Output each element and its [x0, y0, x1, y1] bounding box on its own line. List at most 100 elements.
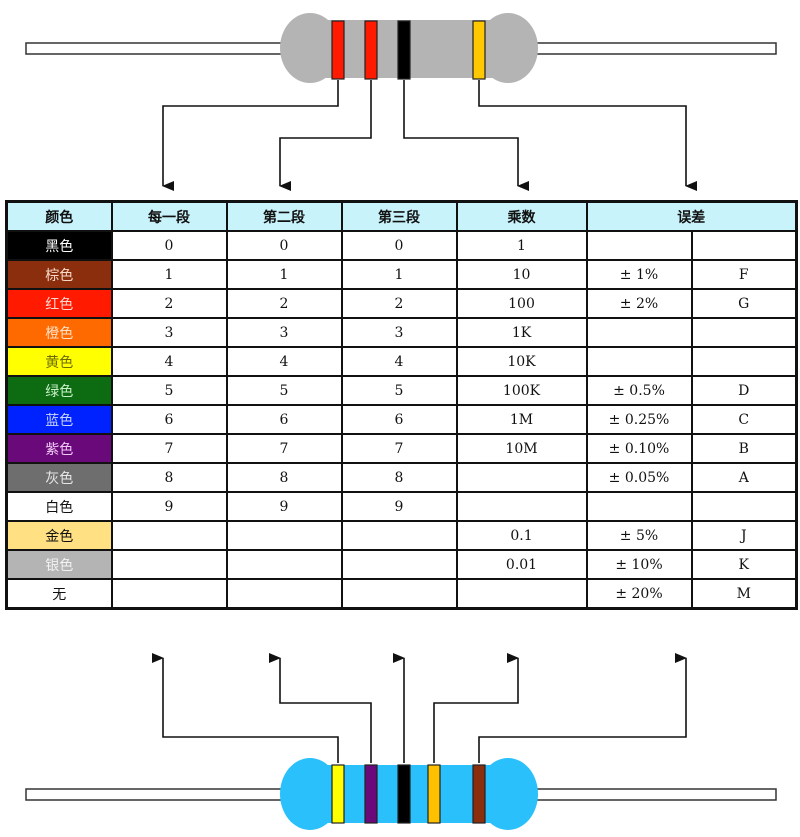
digit1-cell: 4: [110, 346, 228, 377]
digit1-cell: [110, 549, 228, 580]
color-cell: 绿色: [5, 375, 113, 406]
multiplier-cell: 10K: [455, 346, 588, 377]
digit1-cell: [110, 520, 228, 551]
header-digit1: 每一段: [110, 200, 228, 232]
tolerance-code-cell: K: [690, 549, 798, 580]
top-band-gold: [472, 20, 486, 80]
digit2-cell: 9: [225, 491, 343, 522]
tolerance-code-cell: D: [690, 375, 798, 406]
multiplier-cell: 1: [455, 230, 588, 261]
tolerance-code-cell: [690, 346, 798, 377]
tolerance-code-cell: [690, 491, 798, 522]
top-resistor: [25, 13, 777, 83]
top-band-red: [364, 20, 378, 80]
color-cell: 黄色: [5, 346, 113, 377]
top-lead-right: [519, 42, 777, 55]
top-lead-left: [25, 42, 287, 55]
multiplier-cell: [455, 462, 588, 493]
bottom-lead-right: [519, 788, 777, 801]
tolerance-cell: ± 2%: [585, 288, 693, 319]
digit3-cell: 7: [340, 433, 458, 464]
bottom-lead-left: [25, 788, 287, 801]
digit1-cell: 2: [110, 288, 228, 319]
header-multiplier: 乘数: [455, 200, 588, 232]
digit1-cell: 3: [110, 317, 228, 348]
tolerance-code-cell: M: [690, 578, 798, 610]
multiplier-cell: 10: [455, 259, 588, 290]
digit3-cell: [340, 520, 458, 551]
leader-band4-to-tolerance: [478, 80, 697, 191]
tolerance-cell: [585, 491, 693, 522]
tolerance-code-cell: [690, 317, 798, 348]
bottom-band-purple: [364, 764, 378, 824]
digit1-cell: 7: [110, 433, 228, 464]
tolerance-cell: [585, 346, 693, 377]
digit2-cell: 0: [225, 230, 343, 261]
tolerance-code-cell: G: [690, 288, 798, 319]
digit3-cell: [340, 578, 458, 610]
digit3-cell: 9: [340, 491, 458, 522]
digit2-cell: [225, 520, 343, 551]
color-cell: 红色: [5, 288, 113, 319]
tolerance-code-cell: J: [690, 520, 798, 551]
tolerance-cell: ± 0.05%: [585, 462, 693, 493]
tolerance-cell: ± 0.5%: [585, 375, 693, 406]
table-header-row: 颜色 每一段 第二段 第三段 乘数 误差: [5, 200, 798, 232]
digit1-cell: 1: [110, 259, 228, 290]
digit3-cell: [340, 549, 458, 580]
tolerance-cell: [585, 230, 693, 261]
digit1-cell: [110, 578, 228, 610]
digit2-cell: 2: [225, 288, 343, 319]
color-cell: 金色: [5, 520, 113, 551]
tolerance-cell: [585, 317, 693, 348]
color-cell: 蓝色: [5, 404, 113, 435]
top-band-red: [331, 20, 345, 80]
leader-band1-to-digit1: [162, 80, 339, 191]
digit2-cell: 6: [225, 404, 343, 435]
tolerance-cell: ± 20%: [585, 578, 693, 610]
header-tolerance: 误差: [585, 200, 798, 232]
tolerance-cell: ± 1%: [585, 259, 693, 290]
digit2-cell: 5: [225, 375, 343, 406]
top-leaders: [162, 80, 697, 191]
digit1-cell: 6: [110, 404, 228, 435]
top-band-black: [397, 20, 411, 80]
bottom-resistor: [25, 758, 777, 830]
digit3-cell: 5: [340, 375, 458, 406]
digit3-cell: 2: [340, 288, 458, 319]
multiplier-cell: 100K: [455, 375, 588, 406]
multiplier-cell: 0.01: [455, 549, 588, 580]
multiplier-cell: 1K: [455, 317, 588, 348]
color-cell: 紫色: [5, 433, 113, 464]
multiplier-cell: [455, 578, 588, 610]
tolerance-code-cell: C: [690, 404, 798, 435]
leader-band2-to-digit2: [269, 653, 372, 763]
color-cell: 棕色: [5, 259, 113, 290]
tolerance-cell: ± 0.10%: [585, 433, 693, 464]
multiplier-cell: [455, 491, 588, 522]
digit2-cell: 4: [225, 346, 343, 377]
header-color: 颜色: [5, 200, 113, 232]
digit1-cell: 9: [110, 491, 228, 522]
digit3-cell: 0: [340, 230, 458, 261]
digit2-cell: [225, 578, 343, 610]
tolerance-cell: ± 10%: [585, 549, 693, 580]
leader-band1-to-digit1: [152, 653, 339, 763]
tolerance-cell: ± 0.25%: [585, 404, 693, 435]
digit3-cell: 1: [340, 259, 458, 290]
digit3-cell: 4: [340, 346, 458, 377]
digit1-cell: 5: [110, 375, 228, 406]
bottom-band-gold: [427, 764, 441, 824]
multiplier-cell: 1M: [455, 404, 588, 435]
